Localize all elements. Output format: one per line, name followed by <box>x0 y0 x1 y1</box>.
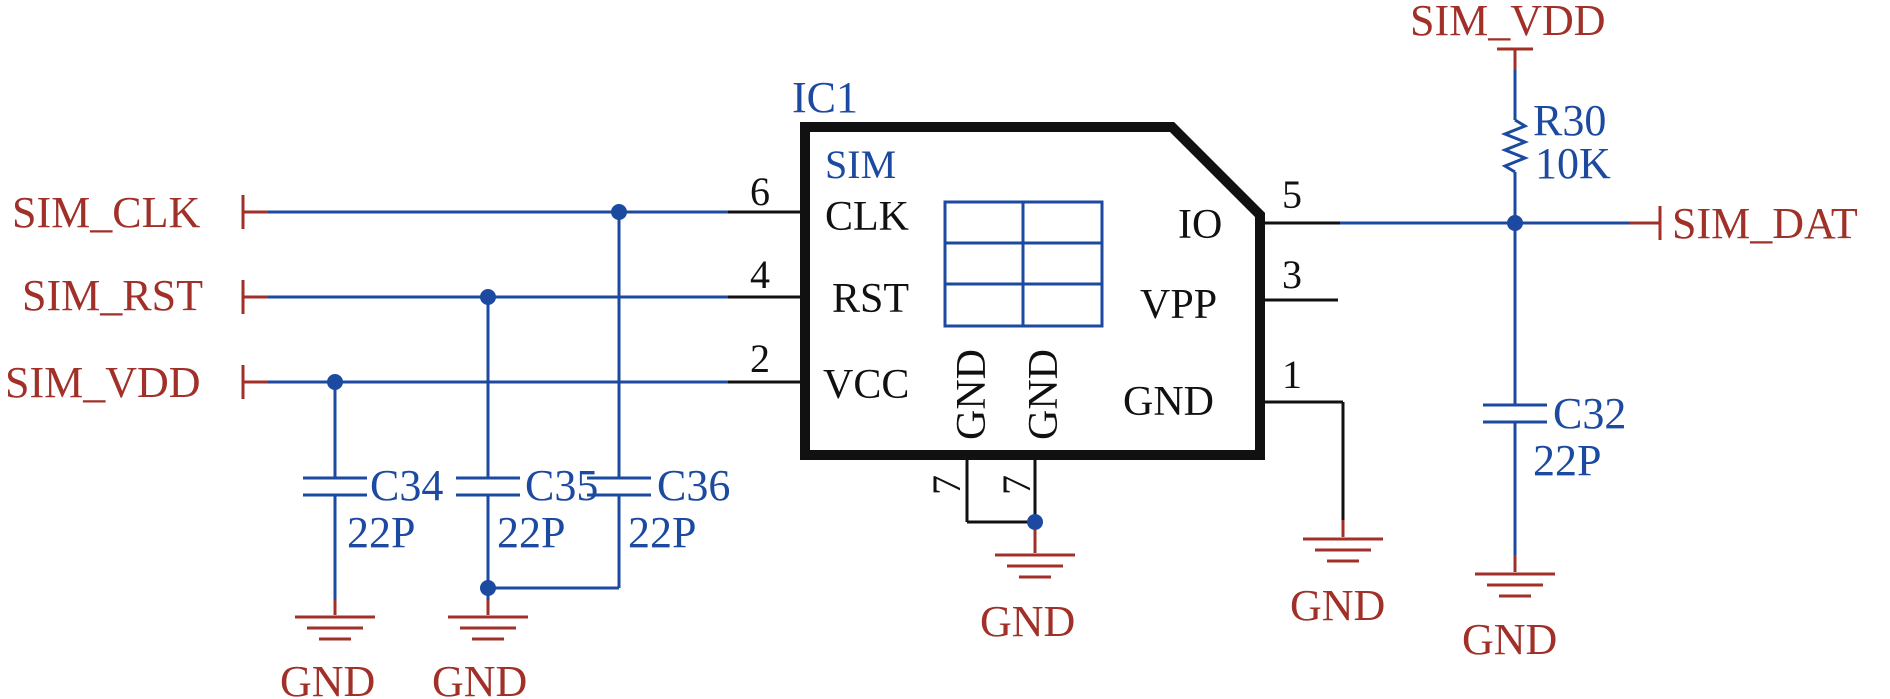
c35-value: 22P <box>497 508 565 557</box>
pin-num-7b: 7 <box>994 475 1039 495</box>
pin-name-clk: CLK <box>825 194 909 240</box>
c34-value: 22P <box>347 508 415 557</box>
c32-value: 22P <box>1533 436 1601 485</box>
net-sim-clk: SIM_CLK <box>12 188 805 237</box>
pin-name-gnd7b: GND <box>1021 349 1067 440</box>
gnd-label-c35: GND <box>432 657 527 699</box>
net-gnd-pin1: GND <box>1260 400 1385 630</box>
pin-name-gnd7a: GND <box>949 349 995 440</box>
resistor-r30: SIM_VDD R30 10K <box>1410 0 1611 223</box>
pin-name-io: IO <box>1178 202 1222 248</box>
c35-ref: C35 <box>525 461 598 510</box>
pin-name-vpp: VPP <box>1140 282 1217 328</box>
ic1-designator: IC1 <box>792 73 858 122</box>
net-gnd-pin7: GND <box>965 455 1075 646</box>
junction-gnd7 <box>1027 514 1043 530</box>
gnd-label-c32: GND <box>1462 615 1557 664</box>
gnd-label-ic-bottom: GND <box>980 597 1075 646</box>
pin-num-2: 2 <box>750 336 770 381</box>
ic1-body <box>800 122 1265 460</box>
ground-symbol-c35: GND <box>432 600 528 699</box>
junction-c35-c36 <box>480 580 496 596</box>
port-label-sim-clk: SIM_CLK <box>12 188 200 237</box>
capacitor-c35: C35 22P <box>456 297 598 615</box>
pin-name-gnd1: GND <box>1123 379 1214 425</box>
c36-ref: C36 <box>657 461 730 510</box>
net-sim-rst: SIM_RST <box>22 271 805 320</box>
c32-ref: C32 <box>1553 389 1626 438</box>
port-label-sim-dat: SIM_DAT <box>1672 199 1858 248</box>
gnd-label-pin1: GND <box>1290 581 1385 630</box>
r30-value: 10K <box>1535 139 1611 188</box>
port-label-sim-vdd-left: SIM_VDD <box>5 358 201 407</box>
ic1-sim: IC1 SIM CLK RST VCC 6 4 2 IO VPP GND 5 3… <box>750 73 1302 495</box>
capacitor-c34: C34 22P <box>303 382 443 615</box>
pin-name-vcc: VCC <box>823 362 909 408</box>
ground-symbol-c32: GND <box>1462 555 1557 664</box>
port-label-sim-rst: SIM_RST <box>22 271 203 320</box>
pin-num-3: 3 <box>1282 252 1302 297</box>
port-label-sim-vdd-top: SIM_VDD <box>1410 0 1606 45</box>
pin-num-4: 4 <box>750 252 770 297</box>
net-sim-dat: SIM_DAT <box>1260 199 1858 248</box>
pin-num-6: 6 <box>750 169 770 214</box>
r30-ref: R30 <box>1533 96 1606 145</box>
sim-chip-icon <box>943 200 1104 328</box>
capacitor-c32: C32 22P <box>1483 223 1626 555</box>
pin-num-5: 5 <box>1282 172 1302 217</box>
net-sim-vdd-left: SIM_VDD <box>5 358 805 407</box>
c34-ref: C34 <box>370 461 443 510</box>
c36-value: 22P <box>628 508 696 557</box>
ic1-type: SIM <box>825 142 896 187</box>
pin-num-1: 1 <box>1282 352 1302 397</box>
ground-symbol-c34: GND <box>280 600 375 699</box>
pin-num-7a: 7 <box>924 475 969 495</box>
gnd-label-c34: GND <box>280 657 375 699</box>
pin-name-rst: RST <box>832 276 909 322</box>
capacitor-c36: C36 22P <box>480 212 730 596</box>
